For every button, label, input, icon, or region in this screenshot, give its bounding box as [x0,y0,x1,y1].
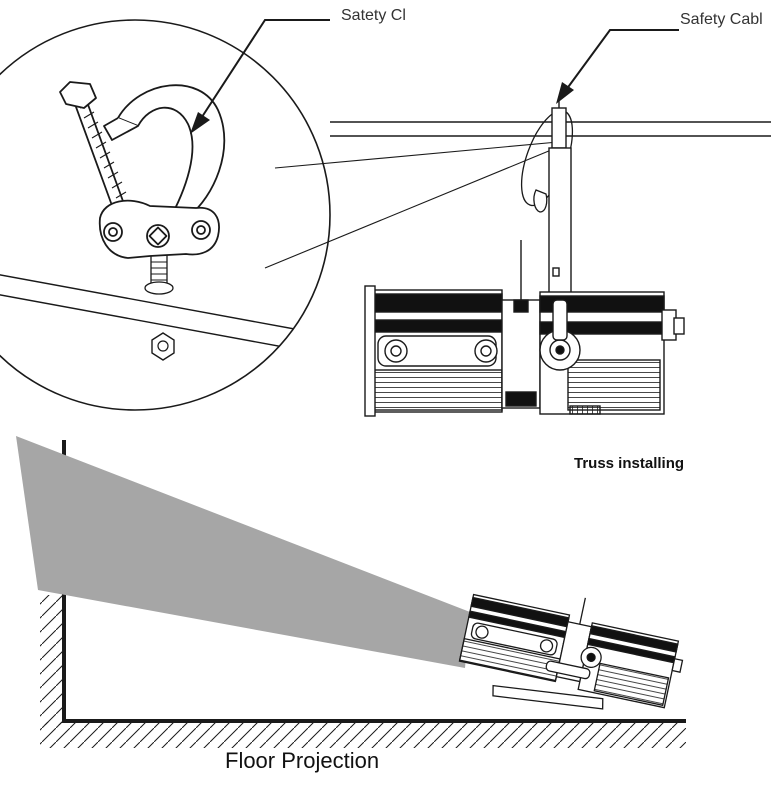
floor-fixture [458,593,684,710]
zoom-lines [264,141,559,269]
safety-cable-label: Safety Cabl [680,11,763,28]
truss-installing-caption: Truss installing [574,455,685,472]
safety-cable-loop [520,109,574,213]
floor-projection-caption: Floor Projection [225,748,380,773]
light-beam [16,436,470,668]
hanging-fixture [364,98,685,417]
clamp-detail-magnifier [0,19,331,411]
clamp-pointer-arrow [190,19,330,134]
safety-clamp-label: Satety Cl [341,7,406,24]
floor [40,719,686,748]
truss-pipe [330,121,771,137]
cable-pointer-arrow [556,29,679,104]
